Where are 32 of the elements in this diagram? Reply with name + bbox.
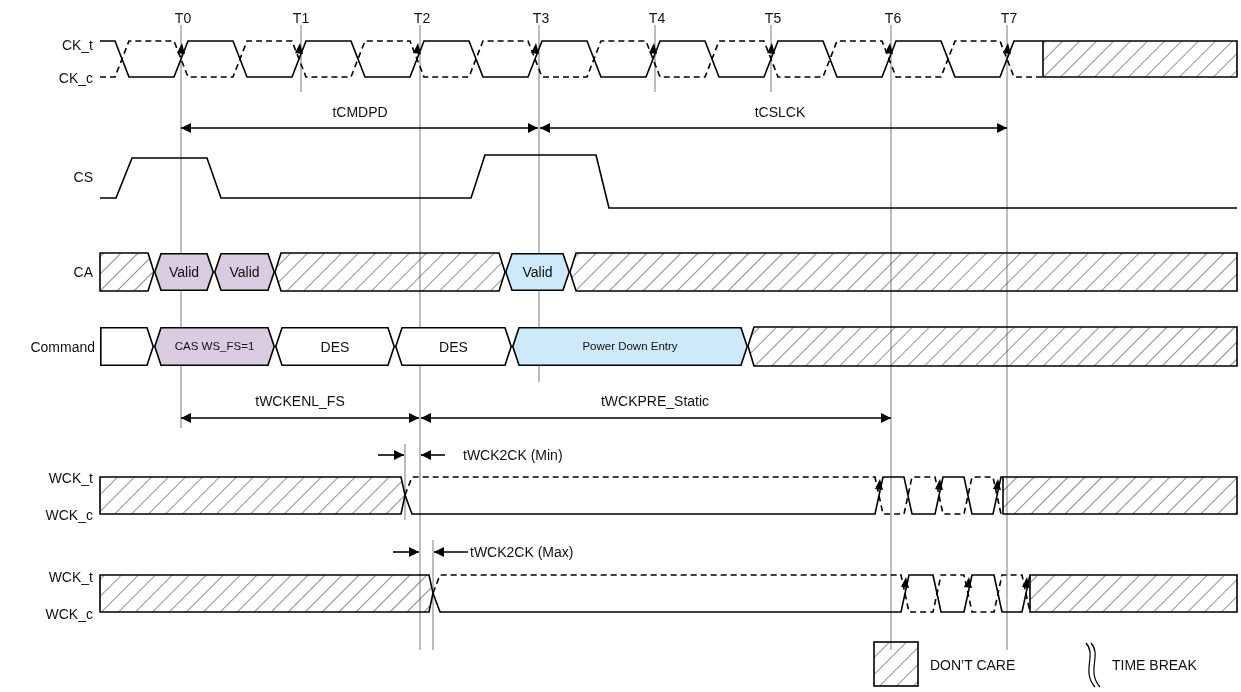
bus-value-text: Valid [168, 264, 200, 280]
signal-name: WCK_t [48, 470, 93, 486]
signal-name: WCK_t [48, 569, 93, 585]
bus-value-text: Valid [229, 264, 260, 280]
signal-name: CK_t [61, 37, 93, 53]
timing-parameter: tCSLCK [754, 104, 806, 120]
bus-value-text: Valid [522, 264, 553, 280]
timing-parameter: tWCK2CK (Min) [463, 447, 563, 463]
signal-name: Command [30, 339, 95, 355]
time-marker: T6 [884, 10, 902, 26]
time-marker: T7 [1000, 10, 1018, 26]
time-marker: T1 [292, 10, 310, 26]
timing-parameter: tWCK2CK (Max) [470, 544, 574, 560]
time-marker: T4 [648, 10, 666, 26]
signal-name: CA [73, 264, 93, 280]
bus-value-text: DES [320, 338, 350, 355]
time-marker: T5 [764, 10, 782, 26]
timing-parameter: tWCKPRE_Static [600, 393, 710, 409]
signal-name: WCK_c [45, 606, 93, 622]
signal-name: CK_c [58, 70, 93, 86]
bus-value-text: Power Down Entry [582, 339, 678, 354]
legend-text: DON’T CARE [930, 657, 1016, 673]
time-marker: T2 [413, 10, 431, 26]
bus-value-text: CAS WS_FS=1 [174, 339, 255, 354]
time-marker: T3 [532, 10, 550, 26]
time-marker: T0 [174, 10, 192, 26]
timing-parameter: tCMDPD [332, 104, 388, 120]
signal-name: CS [73, 169, 93, 185]
signal-name: WCK_c [45, 507, 93, 523]
bus-value-text: DES [439, 338, 468, 355]
timing-parameter: tWCKENL_FS [255, 393, 345, 409]
legend-text: TIME BREAK [1112, 657, 1197, 673]
